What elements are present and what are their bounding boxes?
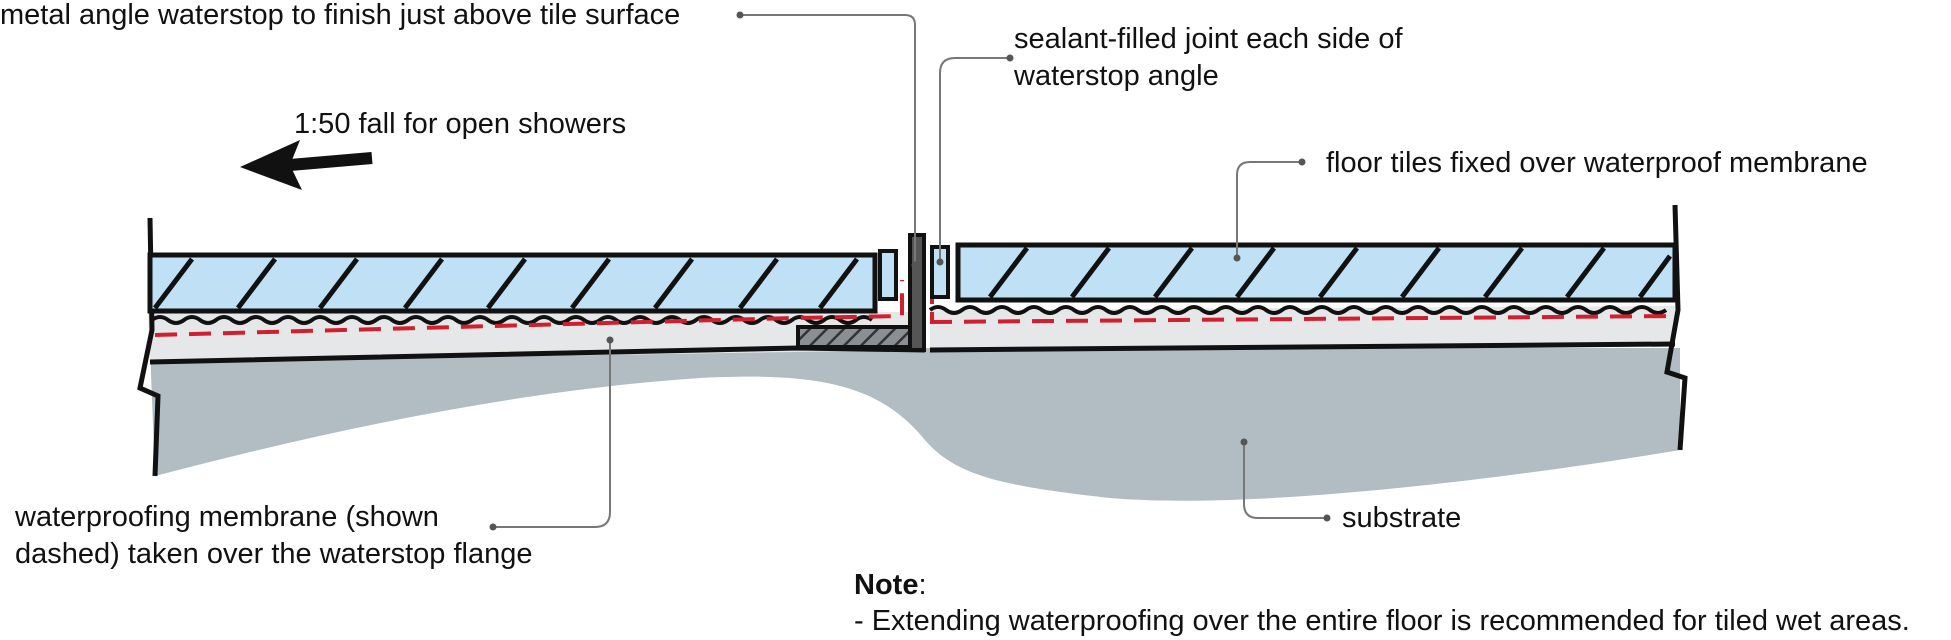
leader-dot-waterstop <box>736 11 744 19</box>
membrane-dashed-right <box>929 314 1676 324</box>
leader-dot-membrane <box>489 523 497 531</box>
label-substrate: substrate <box>1342 502 1462 534</box>
leader-dot-tiles <box>1298 158 1306 166</box>
leader-dot-sealant <box>1006 54 1014 62</box>
note-title-bold: Note <box>854 569 919 601</box>
tile-hatches-left <box>153 257 859 310</box>
leader-end-tiles <box>1233 254 1241 262</box>
label-fall: 1:50 fall for open showers <box>294 108 627 140</box>
note-text: - Extending waterproofing over the entir… <box>854 605 1910 637</box>
adhesive-wavy-left <box>150 315 874 325</box>
label-membrane-line1: waterproofing membrane (shown <box>15 501 439 533</box>
leader-end-waterstop <box>911 261 919 269</box>
leader-substrate <box>1243 442 1327 519</box>
leader-end-substrate <box>1240 438 1248 446</box>
leader-end-sealant <box>936 258 944 266</box>
sealant-joint-left <box>878 249 898 301</box>
membrane-dashed-left <box>154 280 904 337</box>
bedding-bottom-line-right <box>929 341 1676 353</box>
tile-hatches-right <box>988 246 1673 299</box>
label-tiles: floor tiles fixed over waterproof membra… <box>1326 147 1868 179</box>
label-membrane-line2: dashed) taken over the waterstop flange <box>15 538 533 570</box>
leader-waterstop <box>740 14 916 265</box>
substrate-shape <box>150 348 1680 501</box>
leader-tiles <box>1236 161 1302 258</box>
waterstop-flange <box>796 325 925 349</box>
waterstop-angle <box>908 233 926 352</box>
note-title-colon: : <box>918 569 927 601</box>
leader-membrane <box>493 340 611 528</box>
label-waterstop: metal angle waterstop to finish just abo… <box>0 0 681 31</box>
tile-band-right <box>955 242 1678 303</box>
leader-dot-substrate <box>1323 514 1331 522</box>
adhesive-wavy-right <box>928 305 1668 315</box>
note-title: Note: <box>854 567 927 604</box>
leader-end-membrane <box>606 336 614 344</box>
label-sealant-line1: sealant-filled joint each side of <box>1014 23 1403 55</box>
left-arrow-icon <box>240 140 373 190</box>
label-sealant-line2: waterstop angle <box>1014 60 1219 92</box>
leader-sealant <box>939 57 1010 262</box>
